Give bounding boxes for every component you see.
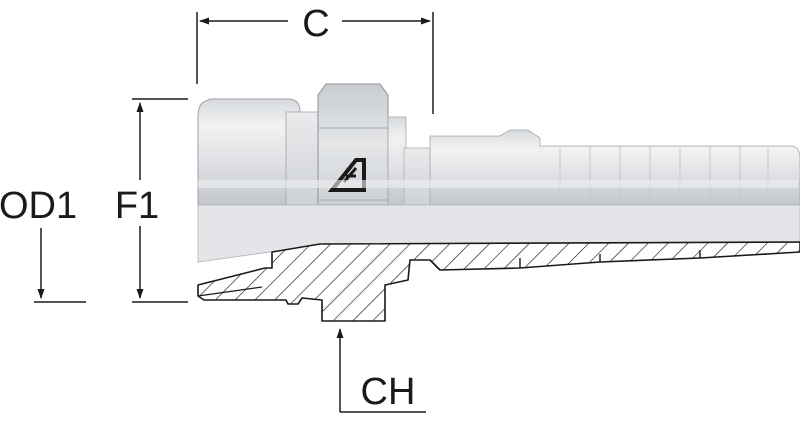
dimension-od1: OD1: [0, 185, 86, 303]
dimension-c: C: [196, 3, 434, 114]
dimension-label-od1: OD1: [0, 185, 77, 227]
dimension-label-ch: CH: [361, 371, 416, 413]
socket-body: [197, 98, 301, 206]
socket-groove: [285, 111, 321, 206]
barb-rings: [559, 146, 769, 205]
brand-logo-icon: [327, 158, 366, 192]
neck: [403, 147, 435, 206]
fitting-body: [197, 83, 800, 206]
dimension-ch: CH: [336, 328, 426, 413]
hose-stem: [429, 129, 800, 206]
cross-section: [197, 241, 800, 322]
dimension-label-c: C: [302, 3, 329, 45]
dimension-label-f1: F1: [115, 185, 159, 227]
hex-collar: [387, 116, 407, 206]
dimension-f1: F1: [115, 98, 188, 303]
